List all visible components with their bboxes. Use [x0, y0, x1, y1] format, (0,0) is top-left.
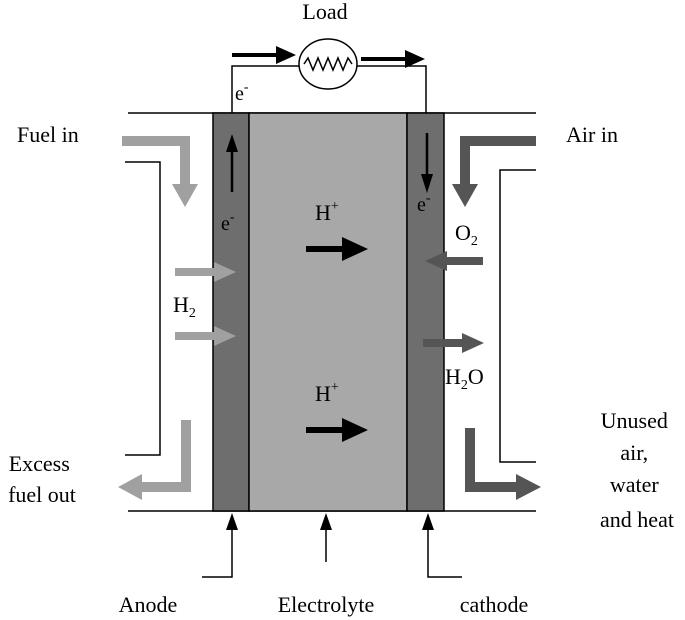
cathode-electron-down-arrow-icon	[421, 133, 433, 193]
fuel-in-arrow-icon	[122, 136, 198, 207]
cathode-electrode	[406, 112, 445, 512]
air-in-label: Air in	[566, 122, 618, 147]
hydrogen-arrow-upper-icon	[175, 262, 236, 282]
cathode-pointer-icon	[422, 513, 462, 578]
water-arrow-icon	[423, 333, 484, 353]
anode-pointer-icon	[202, 513, 238, 578]
circuit-electron-arrow-right-icon	[361, 50, 425, 68]
load-resistor-icon	[298, 38, 358, 90]
water-label: H2O	[445, 364, 484, 393]
electron-label-anode: e-	[221, 210, 235, 235]
excess-fuel-out-arrow-icon	[118, 420, 191, 500]
proton-label-lower: H+	[315, 380, 339, 406]
fuel-channel-outline	[125, 161, 161, 456]
electrolyte	[248, 112, 408, 512]
electron-label-cathode: e-	[417, 191, 431, 216]
oxygen-label: O2	[455, 220, 478, 249]
proton-arrow-lower-icon	[306, 418, 368, 442]
oxygen-arrow-icon	[425, 251, 483, 271]
proton-arrow-upper-icon	[306, 237, 368, 261]
load-label: Load	[302, 0, 347, 24]
unused-output-label: Unused air, water and heat	[600, 408, 674, 532]
proton-label-upper: H+	[315, 199, 339, 225]
unused-output-arrow-icon	[465, 428, 541, 500]
hydrogen-arrow-lower-icon	[175, 326, 236, 346]
hydrogen-label: H2	[173, 292, 196, 321]
anode-label: Anode	[119, 592, 178, 617]
anode-electron-up-arrow-icon	[226, 134, 238, 192]
fuel-in-label: Fuel in	[17, 122, 79, 147]
circuit-electron-arrow-left-icon	[232, 46, 296, 64]
electron-label-top: e-	[235, 80, 249, 105]
electrolyte-label: Electrolyte	[278, 592, 375, 617]
air-in-arrow-icon	[452, 136, 536, 207]
electrolyte-pointer-icon	[320, 513, 332, 562]
excess-fuel-out-label: Excess fuel out	[8, 451, 76, 507]
cathode-label: cathode	[460, 592, 528, 617]
air-channel-outline	[499, 169, 536, 463]
